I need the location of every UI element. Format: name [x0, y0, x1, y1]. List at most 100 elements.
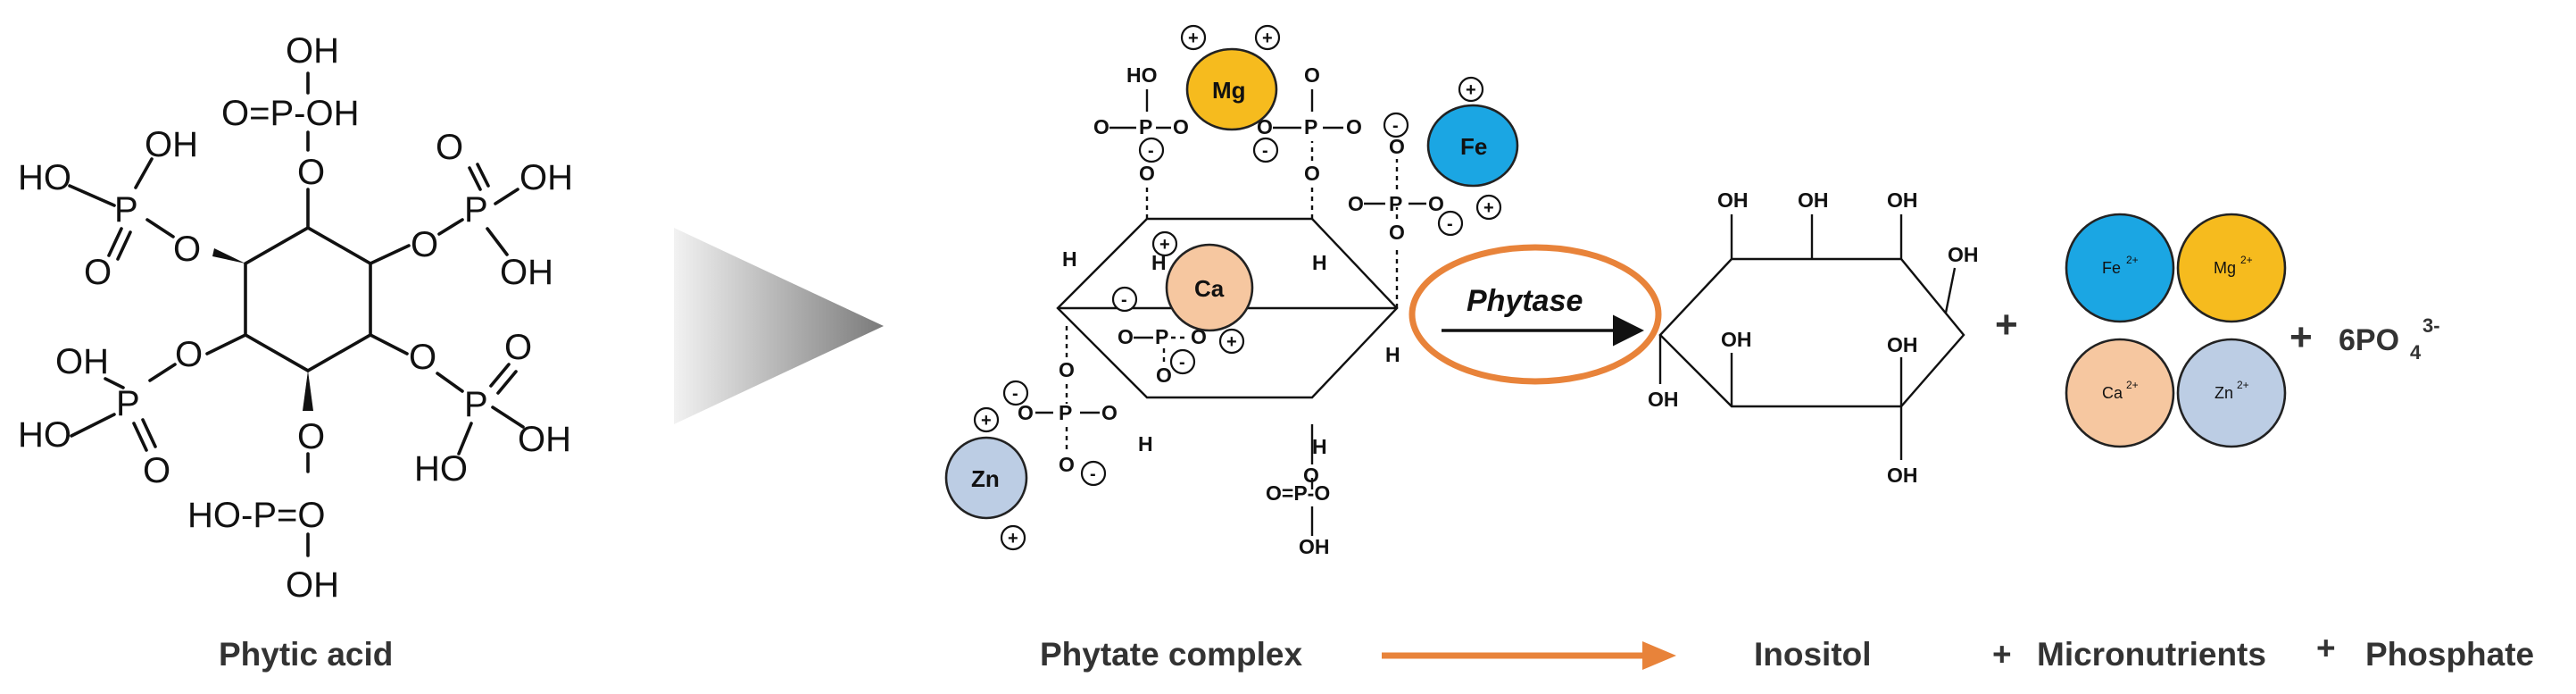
atom-o-mg-left2: O — [1173, 115, 1189, 138]
label-micronutrients: Micronutrients — [2037, 636, 2266, 673]
atom-o-fe-top: O — [1389, 135, 1405, 158]
charge-pos: + — [1008, 529, 1018, 548]
ion-zn: Zn — [944, 436, 1028, 520]
atom-o-fe-right: O — [1428, 192, 1444, 215]
ion-fe2-circle — [2065, 213, 2175, 323]
transition-arrow — [674, 228, 884, 424]
caption-arrow-head — [1642, 641, 1676, 670]
atom-o-ca-1: O — [1118, 325, 1134, 348]
ion-ca2-label: Ca — [2102, 384, 2123, 402]
ion-mg: Mg — [1185, 47, 1278, 131]
atom-oh-bl: OH — [55, 342, 109, 381]
ion-zn2-circle — [2176, 338, 2287, 448]
atom-ho-mg: HO — [1126, 63, 1158, 87]
ino-oh-8: OH — [1887, 464, 1918, 487]
bottom-right-phosphate-group: O P O OH HO — [369, 328, 571, 489]
ring-h-1: H — [1062, 247, 1077, 271]
top-phosphate-group: O O=P-OH OH — [221, 31, 359, 230]
ino-oh-3: OH — [1887, 188, 1918, 212]
ion-fe-circle — [1426, 104, 1519, 188]
label-inositol: Inositol — [1754, 636, 1872, 673]
bottom-left-phosphate-group: O P OH HO O — [18, 333, 247, 490]
phosphate-formula-sup: 3- — [2422, 314, 2440, 337]
charge-neg: - — [1012, 384, 1018, 404]
atom-o-mg-right3: O — [1304, 63, 1320, 87]
atom-p-mg-left: P — [1139, 115, 1152, 138]
charge-pos: + — [1466, 80, 1476, 100]
ion-ca2: Ca 2+ — [2065, 338, 2175, 448]
atom-p-mg-right: P — [1304, 115, 1317, 138]
charge-neg: - — [1447, 214, 1453, 234]
ring-h-2: H — [1151, 251, 1167, 274]
atom-o-tr: O — [411, 225, 438, 264]
ion-zn2-label: Zn — [2215, 384, 2233, 402]
label-phytic-acid: Phytic acid — [219, 636, 393, 673]
atom-o-top: O — [297, 153, 325, 192]
ion-mg2-circle — [2176, 213, 2287, 323]
phosphate-formula: 6PO 4 3- — [2339, 314, 2440, 364]
atom-ho-tl: HO — [18, 158, 71, 197]
ion-fe: Fe — [1426, 104, 1519, 188]
phytase-ring — [1408, 244, 1662, 385]
ring-h-3: H — [1312, 251, 1327, 274]
ino-oh-5: OH — [1721, 328, 1752, 351]
label-phytate-complex: Phytate complex — [1040, 636, 1302, 673]
charge-neg: - — [1179, 353, 1185, 372]
atom-o-bottom-complex: O — [1303, 464, 1319, 487]
atom-oh-tr2: OH — [500, 253, 553, 292]
atom-o-mg-right: O — [1304, 162, 1320, 185]
atom-o-zn-1: O — [1059, 358, 1075, 381]
top-o-eq-p-oh: O=P-OH — [221, 94, 359, 133]
atom-oh-bottom-complex: OH — [1299, 535, 1330, 558]
ion-ca2-charge: 2+ — [2126, 379, 2139, 391]
ion-zn-circle — [944, 436, 1028, 520]
ion-fe2-label: Fe — [2102, 259, 2121, 277]
charge-pos: + — [1188, 29, 1199, 48]
atom-o-br2: O — [504, 328, 532, 367]
charges: + + - - + - - + + - + - - + - + — [973, 24, 1502, 551]
atom-o-bl2: O — [143, 451, 170, 490]
ion-mg2-charge: 2+ — [2240, 254, 2253, 266]
atom-o-mg-left: O — [1139, 162, 1155, 185]
ion-zn2-charge: 2+ — [2237, 379, 2249, 391]
ion-ca2-circle — [2065, 338, 2175, 448]
atom-o-tr2: O — [436, 128, 463, 167]
top-right-phosphate-group: O P O OH OH — [369, 128, 573, 292]
ring-h-6: H — [1312, 435, 1327, 458]
plus-sign-2: + — [2289, 315, 2313, 359]
bottom-ho-p-eq-o: HO-P=O — [187, 496, 325, 535]
phytic-acid-structure: O O=P-OH OH O P HO OH O O P — [18, 31, 573, 605]
ion-mg-label: Mg — [1212, 77, 1246, 104]
ion-zn2: Zn 2+ — [2176, 338, 2287, 448]
charge-neg: - — [1262, 141, 1268, 161]
atom-p-tl: P — [114, 190, 138, 230]
ion-fe2-charge: 2+ — [2126, 254, 2139, 266]
atom-oh-tl: OH — [145, 125, 198, 164]
atom-p-ca: P — [1155, 325, 1168, 348]
atom-p-zn: P — [1059, 401, 1072, 424]
atom-ho-bl: HO — [18, 415, 71, 455]
ion-mg-circle — [1185, 47, 1278, 131]
ion-ca: Ca — [1165, 243, 1254, 332]
charge-neg: - — [1121, 290, 1127, 310]
ino-oh-6: OH — [1648, 388, 1679, 411]
atom-o-br: O — [409, 338, 436, 377]
bottom-phosphate-group: O HO-P=O OH — [187, 371, 339, 605]
charge-pos: + — [1226, 332, 1237, 352]
inositol-ring — [1658, 257, 1965, 408]
atom-p-br: P — [464, 385, 488, 424]
atom-p-bl: P — [116, 384, 140, 423]
ion-fe2: Fe 2+ — [2065, 213, 2175, 323]
charge-pos: + — [1483, 198, 1494, 218]
ion-ca-label: Ca — [1194, 275, 1225, 302]
atom-oh-br: OH — [518, 420, 571, 459]
atom-oh-tr: OH — [519, 158, 573, 197]
charge-pos: + — [981, 411, 992, 431]
phytate-complex-structure: H H H H H H O O P O HO O O P O O O O P — [944, 24, 1519, 558]
phytase-enzyme: Phytase — [1408, 244, 1662, 385]
ion-zn-label: Zn — [971, 465, 1000, 492]
atom-ho-br: HO — [414, 449, 468, 489]
ino-oh-7: OH — [1887, 333, 1918, 356]
atom-o-zn-2: O — [1059, 453, 1075, 476]
charge-pos: + — [1159, 235, 1170, 255]
